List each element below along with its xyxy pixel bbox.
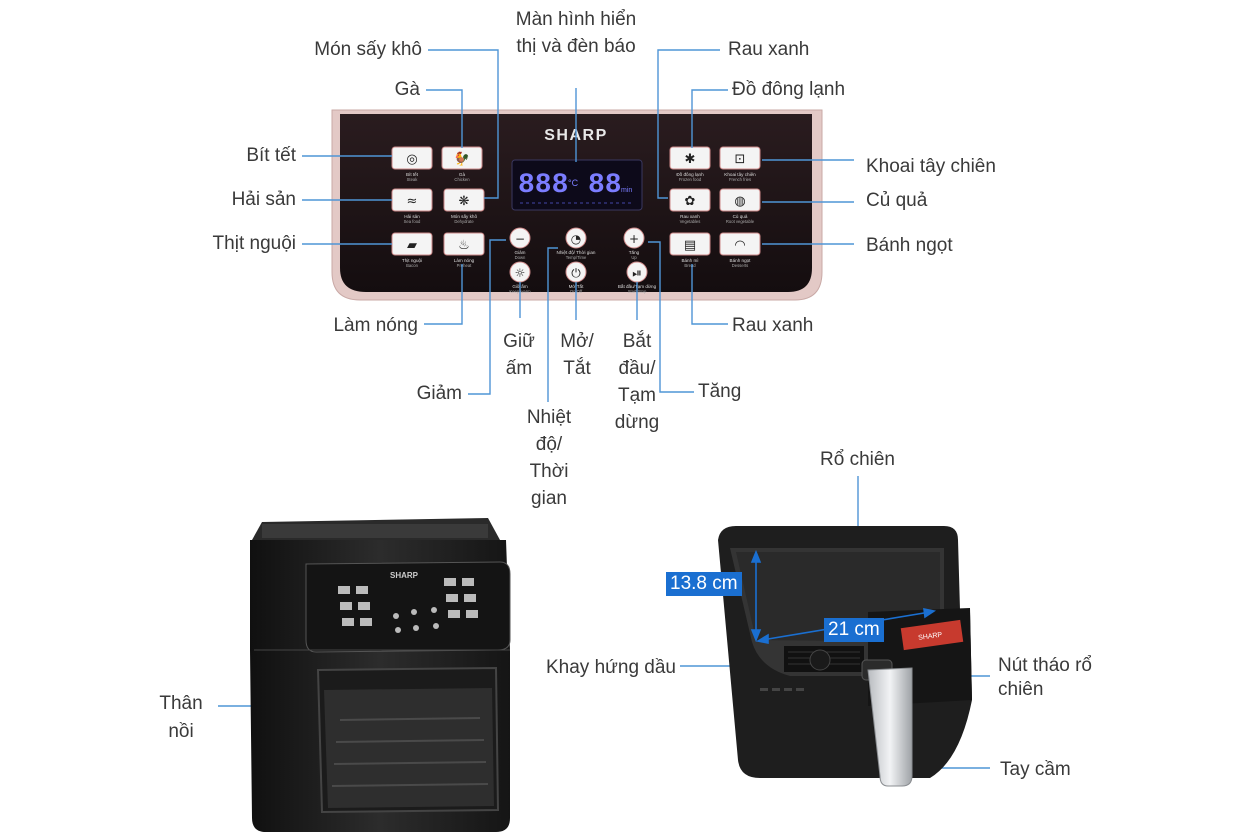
display-time: 88: [588, 170, 622, 201]
label-nut-thao: Nút tháo rổ chiên: [998, 654, 1098, 702]
dimension-height: 13.8 cm: [666, 572, 742, 596]
panel-button-sublabel: Steak: [407, 177, 419, 182]
label-than-noi: Thân nồi: [150, 690, 212, 746]
label-cu-qua: Củ quả: [866, 189, 927, 213]
label-tang: Tăng: [698, 380, 741, 404]
panel-button-sublabel: Up: [631, 255, 637, 260]
label-do-dong-lanh: Đồ đông lạnh: [732, 78, 845, 102]
label-bat-dau: Bắt đầu/ Tạm dừng: [604, 328, 670, 436]
label-mo-tat: Mở/ Tắt: [554, 328, 600, 382]
panel-button-sublabel: Bacon: [406, 263, 419, 268]
panel-button-sublabel: Root vegetable: [726, 219, 755, 224]
panel-button-icon: ◠: [734, 238, 745, 253]
label-banh-ngot: Bánh ngọt: [866, 234, 953, 258]
label-rau-xanh-bottom: Rau xanh: [732, 314, 813, 338]
panel-button-icon: ✿: [685, 194, 696, 209]
panel-button-sublabel: Temp/Time: [566, 255, 587, 260]
panel-button-sublabel: Dehydrate: [454, 219, 474, 224]
panel-button-icon: ♨: [458, 238, 470, 253]
label-ro-chien: Rổ chiên: [820, 448, 895, 472]
panel-button-sublabel: Bread: [684, 263, 696, 268]
panel-button-sublabel: Down: [515, 255, 526, 260]
dimension-width: 21 cm: [824, 618, 884, 642]
label-khay-hung-dau: Khay hứng dầu: [500, 656, 676, 680]
label-khoai-tay: Khoai tây chiên: [866, 155, 996, 179]
panel-button-sublabel: Sea food: [404, 219, 421, 224]
panel-button-icon: 🐓: [454, 151, 470, 167]
label-thit-nguoi: Thịt nguội: [176, 232, 296, 256]
panel-button-icon: ▰: [407, 238, 417, 253]
panel-button-icon: ◎: [406, 152, 417, 167]
panel-display: 888 °C 88 min: [512, 160, 642, 210]
control-panel: SHARP 888 °C 88 min ◎Bít tếtSteak🐓GàChic…: [332, 110, 822, 300]
air-fryer-body: SHARP: [250, 518, 510, 832]
panel-button-sublabel: French fries: [729, 177, 751, 182]
panel-button-sublabel: Chicken: [454, 177, 470, 182]
panel-button-sublabel: Preheat: [457, 263, 473, 268]
label-bit-tet: Bít tết: [196, 144, 296, 168]
label-nhiet-do: Nhiệt độ/ Thời gian: [516, 404, 582, 512]
label-man-hinh: Màn hình hiển thị và đèn báo: [506, 6, 646, 60]
panel-button-sublabel: Frozen food: [679, 177, 702, 182]
label-giu-am: Giữ ấm: [496, 328, 542, 382]
panel-button-icon: ⏯: [632, 266, 642, 280]
label-giam: Giảm: [380, 382, 462, 406]
panel-button-icon: ☼: [515, 266, 526, 280]
label-lam-nong: Làm nóng: [300, 314, 418, 338]
panel-button-icon: ≈: [407, 194, 418, 209]
label-ga: Gà: [360, 78, 420, 102]
label-rau-xanh-top: Rau xanh: [728, 38, 809, 62]
panel-button-icon: ◔: [571, 232, 581, 246]
label-hai-san: Hải sản: [196, 188, 296, 212]
display-temp-unit: °C: [568, 178, 579, 188]
panel-button-icon: ◍: [734, 194, 745, 209]
panel-button-icon: ✱: [685, 152, 696, 167]
panel-button-sublabel: Desserts: [732, 263, 749, 268]
display-time-unit: min: [621, 187, 632, 194]
panel-button-icon: ⊡: [735, 152, 746, 167]
panel-button-icon: −: [515, 232, 525, 246]
panel-button-icon: ⏻: [571, 266, 581, 280]
label-tay-cam: Tay cầm: [1000, 758, 1071, 782]
panel-button-icon: ❋: [459, 194, 470, 209]
panel-button-sublabel: Vegetables: [680, 219, 701, 224]
display-temp: 888: [518, 170, 568, 201]
fry-basket: SHARP: [718, 526, 972, 786]
panel-button-icon: +: [629, 232, 639, 246]
label-mon-say-kho: Món sấy khô: [268, 38, 422, 62]
body-brand: SHARP: [390, 571, 419, 580]
panel-button-icon: ▤: [684, 238, 696, 253]
